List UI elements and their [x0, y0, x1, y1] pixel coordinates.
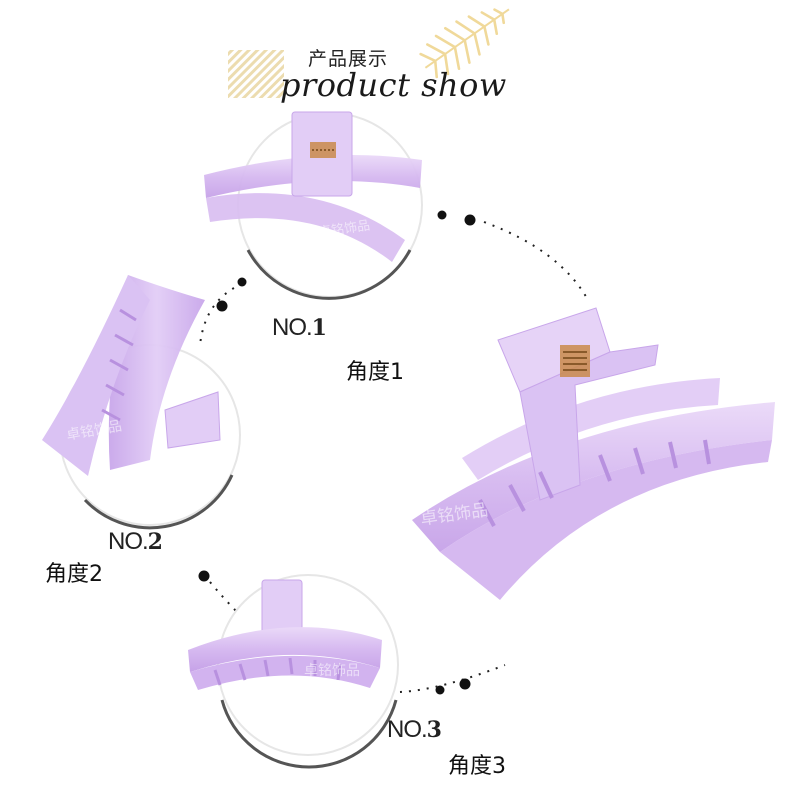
watermark-view-3: 卓铭饰品	[304, 663, 360, 679]
view-2-circle	[42, 275, 241, 530]
title-chinese: 产品展示	[308, 48, 389, 70]
hair-clip-view-1	[204, 111, 422, 262]
header: 产品展示 product show	[0, 0, 800, 110]
view-1-number: NO.1	[272, 314, 327, 341]
title-english: product show	[280, 66, 507, 104]
view-2-angle-label: 角度2	[45, 562, 103, 587]
view-3-angle-label: 角度3	[448, 754, 506, 779]
view-1-circle	[204, 111, 423, 300]
hair-clip-view-3	[188, 579, 382, 690]
header-decoration	[228, 8, 510, 98]
hair-clip-main	[412, 307, 775, 600]
leaf-icon	[419, 8, 510, 79]
view-3-circle	[188, 574, 399, 769]
striped-square-icon	[228, 50, 284, 98]
hair-clip-view-2	[42, 275, 221, 476]
view-3-number: NO.3	[387, 716, 442, 743]
view-1-angle-label: 角度1	[346, 360, 404, 385]
connector-dots	[198, 210, 476, 695]
view-2-number: NO.2	[108, 528, 163, 555]
dotted-connector	[199, 221, 589, 693]
